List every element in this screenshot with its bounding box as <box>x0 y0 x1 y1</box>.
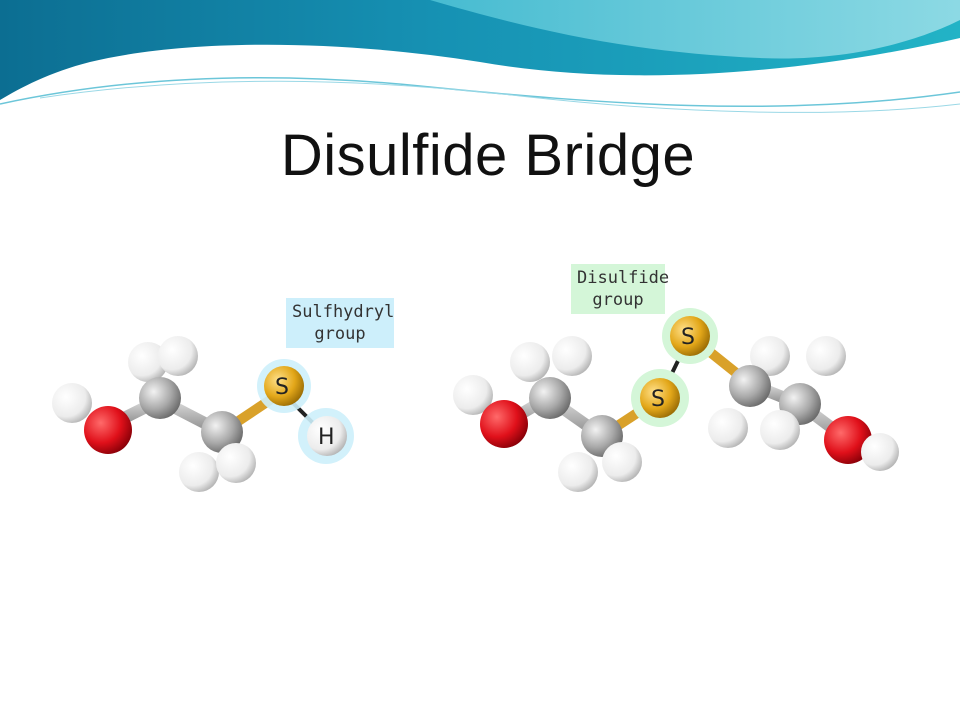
hydrogen-atom <box>760 410 800 450</box>
sulfur-atom <box>670 316 710 356</box>
hydrogen-atom <box>552 336 592 376</box>
sulfur-symbol: S <box>681 325 695 350</box>
sulfur-symbol: S <box>275 375 289 400</box>
sulfur-atom <box>640 378 680 418</box>
disulfide-molecule: S S <box>453 308 899 492</box>
sulfhydryl-label-line1: Sulfhydryl <box>292 302 395 322</box>
thiol-molecule: S H <box>52 336 354 492</box>
disulfide-label-line2: group <box>592 290 644 310</box>
disulfide-group-label: Disulfide group <box>571 264 670 314</box>
sulfhydryl-label-line2: group <box>314 324 366 344</box>
hydrogen-atom <box>558 452 598 492</box>
oxygen-atom <box>480 400 528 448</box>
disulfide-label-line1: Disulfide <box>577 268 670 288</box>
hydrogen-atom <box>602 442 642 482</box>
hydrogen-symbol: H <box>318 425 335 450</box>
hydrogen-atom <box>708 408 748 448</box>
oxygen-atom <box>824 416 872 464</box>
hydrogen-atom <box>453 375 493 415</box>
hydrogen-atom <box>179 452 219 492</box>
oxygen-atom <box>84 406 132 454</box>
hydrogen-atom <box>861 433 899 471</box>
sulfur-symbol: S <box>651 387 665 412</box>
carbon-atom <box>201 411 243 453</box>
sulfur-atom <box>264 366 304 406</box>
carbon-atom <box>139 377 181 419</box>
header-wave-decoration <box>0 0 960 113</box>
hydrogen-atom <box>158 336 198 376</box>
carbon-atom <box>729 365 771 407</box>
slide-title: Disulfide Bridge <box>280 123 696 188</box>
hydrogen-atom <box>52 383 92 423</box>
carbon-atom <box>529 377 571 419</box>
hydrogen-atom <box>128 342 168 382</box>
hydrogen-atom <box>307 416 347 456</box>
hydrogen-atom <box>806 336 846 376</box>
hydrogen-atom <box>750 336 790 376</box>
hydrogen-atom <box>216 443 256 483</box>
hydrogen-atom <box>510 342 550 382</box>
sulfhydryl-group-label: Sulfhydryl group <box>286 298 394 348</box>
